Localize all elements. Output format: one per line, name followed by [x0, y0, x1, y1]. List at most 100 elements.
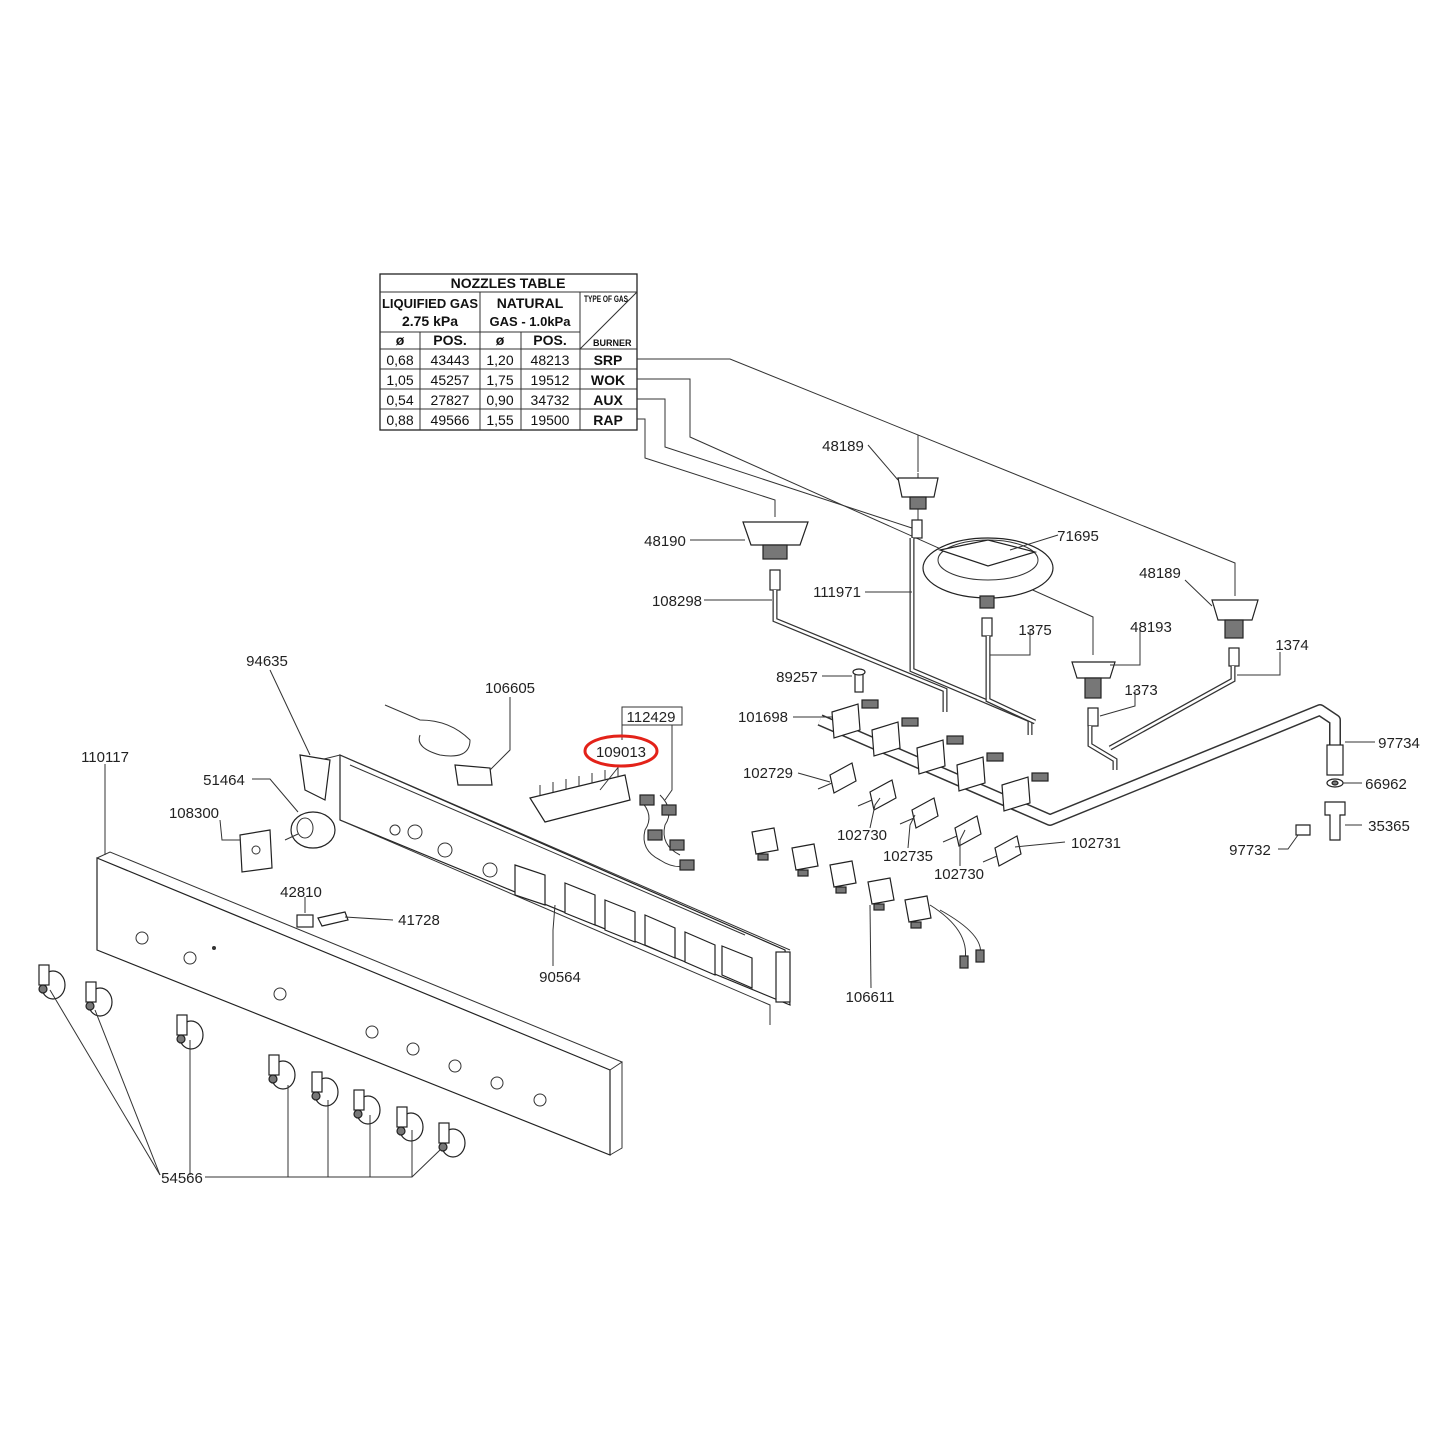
table-cell-ng_pos: 19500: [531, 412, 570, 428]
gas-valve: [869, 779, 897, 811]
part-label-102735: 102735: [883, 848, 933, 865]
manifold-clip: [1001, 776, 1031, 812]
part-label-112429: 112429: [627, 709, 676, 726]
knob-grip: [396, 1106, 408, 1128]
table-cell-lpg_pos: 45257: [431, 372, 470, 388]
lpg-dia-header: ø: [396, 332, 405, 348]
control-knobs: [38, 964, 466, 1158]
switch-terminal: [757, 853, 769, 861]
lpg-pressure: 2.75 kPa: [402, 313, 458, 329]
part-label-48189a: 48189: [822, 438, 864, 455]
part-label-71695: 71695: [1057, 528, 1099, 545]
table-title: NOZZLES TABLE: [451, 275, 566, 291]
table-cell-burner: SRP: [594, 352, 623, 368]
table-cell-burner: AUX: [593, 392, 623, 408]
bracket-108300: [239, 829, 273, 873]
part-label-97732: 97732: [1229, 842, 1271, 859]
part-label-89257: 89257: [776, 669, 818, 686]
fittings-right: [852, 668, 1346, 841]
valve-spindle: [942, 835, 958, 843]
knob-center: [396, 1126, 406, 1136]
pin-41728: [317, 911, 349, 927]
burner-wok-71695: [922, 537, 1054, 637]
part-label-101698: 101698: [738, 709, 788, 726]
part-label-110117: 110117: [81, 749, 129, 766]
ignition-switch: [791, 843, 819, 871]
burner-label: BURNER: [593, 338, 632, 348]
gas-valve: [911, 797, 939, 829]
nozzles-table: NOZZLES TABLE LIQUIFIED GAS 2.75 kPa NAT…: [379, 273, 638, 431]
highlight-circle: [583, 734, 659, 768]
wire-connector: [959, 955, 969, 969]
table-cell-lpg_pos: 49566: [431, 412, 470, 428]
part-label-48190: 48190: [644, 533, 686, 550]
manifold-clip: [916, 739, 946, 775]
wiring-harness-112429: [639, 794, 695, 871]
table-cell-lpg_pos: 43443: [431, 352, 470, 368]
lpg-header: LIQUIFIED GAS: [382, 296, 478, 311]
part-label-97734: 97734: [1378, 735, 1420, 752]
part-label-box-112429: [621, 706, 683, 726]
part-label-66962: 66962: [1365, 776, 1407, 793]
gas-valve: [829, 762, 857, 794]
table-cell-lpg_d: 0,88: [386, 412, 413, 428]
part-label-1374: 1374: [1275, 637, 1308, 654]
lpg-pos-header: POS.: [433, 332, 466, 348]
knob-grip: [176, 1014, 188, 1036]
part-label-102729: 102729: [743, 765, 793, 782]
gas-valve: [994, 835, 1022, 867]
valve-spindle: [817, 782, 833, 790]
wire-connector: [975, 949, 985, 963]
rotisserie-motor-51464: [284, 811, 336, 849]
manifold-clip: [831, 703, 861, 739]
part-label-35365: 35365: [1368, 818, 1410, 835]
switch-terminal: [835, 886, 847, 894]
knob-grip: [38, 964, 50, 986]
table-cell-ng_d: 1,20: [486, 352, 513, 368]
table-cell-ng_pos: 48213: [531, 352, 570, 368]
ignition-switch: [904, 895, 932, 923]
part-label-42810: 42810: [280, 884, 322, 901]
burner-aux-48193: [1071, 661, 1116, 727]
gas-valve: [954, 815, 982, 847]
thermostat-106605: [384, 704, 493, 786]
part-label-106611: 106611: [846, 989, 895, 1006]
table-cell-lpg_d: 0,54: [386, 392, 413, 408]
burner-left-48190: [742, 521, 809, 591]
ng-pos-header: POS.: [533, 332, 566, 348]
knob-center: [38, 984, 48, 994]
part-label-41728: 41728: [398, 912, 440, 929]
manifold-clip: [956, 756, 986, 792]
table-cell-lpg_d: 1,05: [386, 372, 413, 388]
ignition-switch: [751, 827, 779, 855]
part-label-102730a: 102730: [837, 827, 887, 844]
valve-spindle: [982, 855, 998, 863]
part-label-51464: 51464: [203, 772, 245, 789]
switch-terminal: [910, 921, 922, 929]
part-label-109013: 109013: [596, 744, 646, 761]
ng-pressure: GAS - 1.0kPa: [490, 314, 572, 329]
knob-center: [176, 1034, 186, 1044]
ignition-switches: [751, 827, 985, 969]
manifold-clip: [871, 721, 901, 757]
injector-nozzle: [861, 699, 879, 709]
leader-lines: [49, 444, 1375, 1178]
table-cell-ng_d: 1,55: [486, 412, 513, 428]
valve-spindle: [899, 817, 915, 825]
part-label-48189b: 48189: [1139, 565, 1181, 582]
switch-wires: [929, 904, 981, 961]
table-cell-burner: RAP: [593, 412, 623, 428]
ignition-switch: [867, 877, 895, 905]
switch-terminal: [873, 903, 885, 911]
spark-generator-109013: [529, 767, 631, 823]
part-label-94635: 94635: [246, 653, 288, 670]
knob-grip: [438, 1122, 450, 1144]
part-label-90564: 90564: [539, 969, 581, 986]
part-label-48193: 48193: [1130, 619, 1172, 636]
ignition-switch: [829, 860, 857, 888]
injector-nozzle: [901, 717, 919, 727]
control-frame: [299, 754, 791, 1025]
part-label-108300: 108300: [169, 805, 219, 822]
